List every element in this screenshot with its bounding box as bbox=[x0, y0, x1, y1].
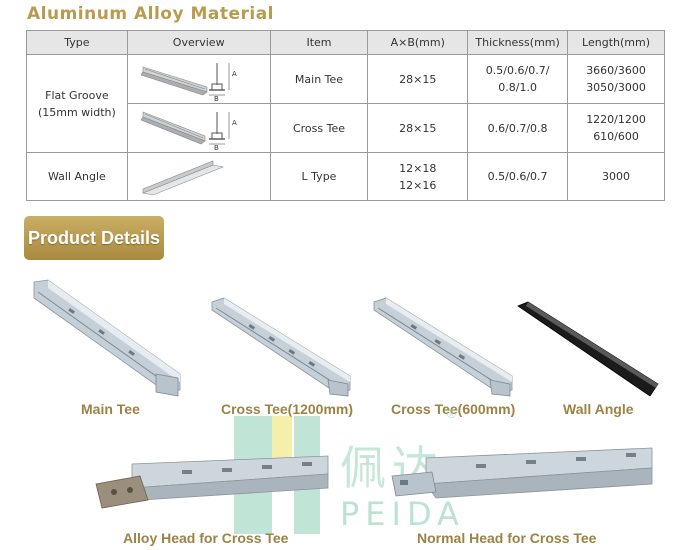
length-value: 1220/1200 bbox=[586, 113, 646, 126]
length-cell: 3660/3600 3050/3000 bbox=[567, 54, 665, 104]
caption-normal-head: Normal Head for Cross Tee bbox=[417, 530, 597, 546]
ab-value: 28×15 bbox=[399, 121, 437, 135]
table-row: Wall Angle L Type 12×18 12×16 0.5/0.6/0.… bbox=[26, 152, 665, 201]
thickness-cell: 0.5/0.6/0.7 bbox=[467, 152, 569, 201]
length-cell: 1220/1200 610/600 bbox=[567, 103, 665, 153]
product-details-button[interactable]: Product Details bbox=[24, 216, 164, 260]
ab-cell: 12×18 12×16 bbox=[367, 152, 469, 201]
caption-alloy-head: Alloy Head for Cross Tee bbox=[123, 530, 289, 546]
caption-cross-tee-1200: Cross Tee(1200mm) bbox=[221, 401, 354, 417]
header-type: Type bbox=[26, 30, 128, 55]
thickness-value-2: 0.8/1.0 bbox=[498, 81, 537, 94]
overview-main-tee: A B bbox=[126, 54, 271, 104]
section-title: Aluminum Alloy Material bbox=[27, 4, 275, 24]
dim-b-label: B bbox=[214, 95, 219, 101]
length-value: 3000 bbox=[602, 170, 631, 183]
header-ab: A×B(mm) bbox=[367, 30, 469, 55]
wall-angle-diagram bbox=[141, 160, 224, 195]
ab-value: 28×15 bbox=[399, 72, 437, 86]
caption-wall-angle: Wall Angle bbox=[563, 401, 634, 417]
spec-table: Type Overview Item A×B(mm) Thickness(mm)… bbox=[26, 30, 665, 201]
table-row: A B Cross Tee 28×15 0.6/0.7/0.8 1220/120… bbox=[27, 103, 665, 153]
caption-cross-tee-600: Cross Tee(600mm) bbox=[391, 401, 516, 417]
header-overview: Overview bbox=[126, 30, 271, 55]
type-label: Flat Groove bbox=[45, 88, 109, 102]
ab-value: 12×18 bbox=[399, 161, 437, 175]
table-row: Flat Groove (15mm width) A B Main Tee 28… bbox=[26, 54, 665, 153]
thickness-value: 0.5/0.6/0.7/ bbox=[485, 64, 550, 77]
header-thickness: Thickness(mm) bbox=[467, 30, 569, 55]
item-cell: L Type bbox=[269, 152, 369, 201]
header-item: Item bbox=[269, 30, 369, 55]
table-header-row: Type Overview Item A×B(mm) Thickness(mm)… bbox=[26, 30, 665, 55]
length-cell: 3000 bbox=[567, 152, 665, 201]
caption-main-tee: Main Tee bbox=[81, 401, 140, 417]
main-tee-diagram: A B bbox=[140, 63, 237, 101]
length-value-2: 610/600 bbox=[593, 130, 639, 143]
alloy-head-photo bbox=[95, 455, 329, 509]
cross-tee-diagram: A B bbox=[140, 111, 237, 150]
logo-text: PEIDA bbox=[340, 495, 465, 533]
overview-wall-angle bbox=[126, 152, 271, 201]
type-cell: Wall Angle bbox=[26, 152, 128, 201]
cross-tee-1200-photo bbox=[211, 297, 351, 397]
length-value: 3660/3600 bbox=[586, 64, 646, 77]
ab-cell: 28×15 bbox=[367, 54, 469, 104]
ab-value-2: 12×16 bbox=[399, 178, 437, 192]
cross-tee-600-photo bbox=[373, 297, 513, 397]
thickness-value: 0.5/0.6/0.7 bbox=[487, 170, 548, 183]
main-tee-photo bbox=[33, 279, 181, 397]
thickness-cell: 0.6/0.7/0.8 bbox=[467, 103, 569, 153]
item-cell: Main Tee bbox=[269, 54, 369, 104]
wall-angle-photo bbox=[517, 301, 659, 397]
thickness-value: 0.6/0.7/0.8 bbox=[487, 121, 548, 135]
normal-head-photo bbox=[391, 447, 653, 499]
dim-a-label: A bbox=[232, 70, 237, 78]
type-cell: Flat Groove (15mm width) bbox=[26, 54, 128, 153]
dim-b-label: B bbox=[214, 144, 219, 150]
header-length: Length(mm) bbox=[567, 30, 665, 55]
item-cell: Cross Tee bbox=[269, 103, 369, 153]
dim-a-label: A bbox=[232, 119, 237, 127]
type-sublabel: (15mm width) bbox=[37, 105, 116, 119]
length-value-2: 3050/3000 bbox=[586, 81, 646, 94]
thickness-cell: 0.5/0.6/0.7/ 0.8/1.0 bbox=[467, 54, 569, 104]
overview-cross-tee: A B bbox=[126, 103, 271, 153]
ab-cell: 28×15 bbox=[367, 103, 469, 153]
registered-mark: ® bbox=[447, 407, 456, 421]
